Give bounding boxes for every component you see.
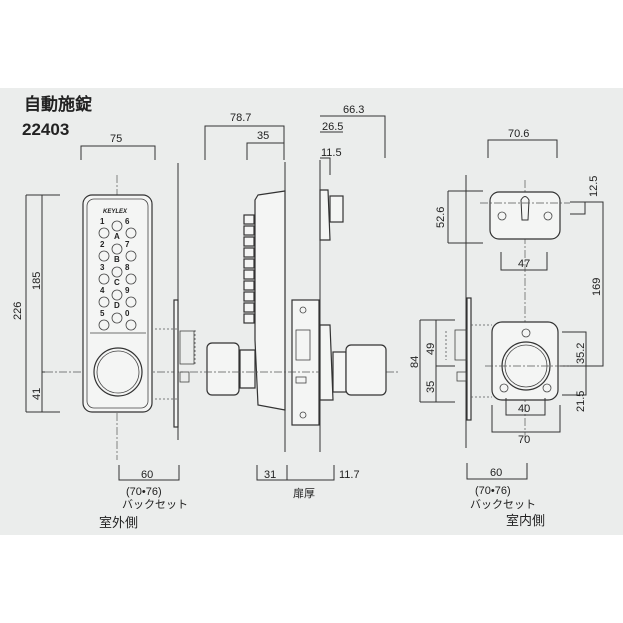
dim-upper-inner-width: 47 [518,258,530,270]
dim-inside-backset: 60 [490,467,502,479]
dim-upper-plate-height: 52.6 [435,207,447,228]
key-button [98,250,110,262]
side-key-button [243,247,255,258]
dim-upper-half: 35.2 [575,343,587,364]
dim-inside-plate: 11.5 [321,147,342,159]
dim-backset-alt: (70•76) [126,486,162,498]
inside-side-label: 室内側 [506,513,545,528]
key-button [98,273,110,285]
dim-inside-knob: 26.5 [322,121,343,133]
door-thickness-label: 扉厚 [293,487,315,500]
dim-width: 75 [110,133,122,145]
dim-plate-width: 70 [518,434,530,446]
key-label: 3 [100,263,105,272]
dim-inside-backset-alt: (70•76) [475,485,511,497]
outside-knob [93,347,143,397]
dim-total-height: 226 [12,302,24,320]
dim-width-top: 70.6 [508,128,529,140]
dim-bottom-left: 31 [264,469,276,481]
key-button [111,289,123,301]
key-label: 6 [125,217,130,226]
key-button [98,319,110,331]
side-key-button [243,313,255,324]
dim-inside-depth: 66.3 [343,104,364,116]
side-inside-knob [345,344,387,396]
dim-backset: 60 [141,469,153,481]
inside-backset-label: バックセット [470,498,536,511]
dim-lower-half: 21.5 [575,391,587,412]
side-key-button [243,236,255,247]
key-button [125,273,137,285]
key-button [111,243,123,255]
keypad-buttons: 1 6 2 7 3 8 4 9 5 0 A B C D [98,217,137,331]
outside-view: 75 KEYLEX 1 6 2 7 3 8 4 9 5 0 A B C D 226 185 41 60 (… [12,133,196,530]
mortise-plate [291,299,320,426]
key-label: 5 [100,309,105,318]
title-text: 自動施錠 [24,94,92,114]
key-label: 0 [125,309,130,318]
brand-logo: KEYLEX [103,209,128,215]
key-label: 9 [125,286,130,295]
side-key-button [243,269,255,280]
dim-bracket-backset [118,465,180,481]
key-label: 8 [125,263,130,272]
key-button [125,319,137,331]
dim-bracket-width [80,145,156,160]
key-button [111,220,123,232]
model-number: 22403 [22,120,69,139]
key-button [125,250,137,262]
dim-bottom-right: 11.7 [339,469,360,481]
dim-outside-depth: 78.7 [230,112,251,124]
side-outside-knob [206,342,240,396]
side-key-button [243,225,255,236]
side-key-button [243,291,255,302]
key-label: 2 [100,240,105,249]
dim-plate-upper: 49 [425,343,437,355]
backset-label: バックセット [122,498,188,511]
dim-outside-knob: 35 [257,130,269,142]
key-label: B [114,255,120,264]
side-key-button [243,258,255,269]
key-button [98,296,110,308]
key-label: 4 [100,286,105,295]
key-label: 7 [125,240,130,249]
dim-upper-height: 185 [31,272,43,290]
dim-knob-width: 40 [518,403,530,415]
key-button [98,227,110,239]
key-button [111,312,123,324]
side-view: 78.7 35 66.3 26.5 11.5 31 11.7 扉厚 [190,104,400,500]
key-label: 1 [100,217,105,226]
side-key-button [243,302,255,313]
dim-plate-lower: 35 [425,381,437,393]
dim-lower-height: 41 [31,388,43,400]
key-label: A [114,232,120,241]
inside-view: 70.6 52.6 47 12.5 169 35.2 21.5 84 49 35… [409,128,604,528]
key-button [125,296,137,308]
outside-side-label: 室外側 [99,515,138,530]
dim-plate-height: 84 [409,356,421,368]
dim-offset-top: 12.5 [588,176,600,197]
key-label: C [114,278,120,287]
dim-center-distance: 169 [591,278,603,296]
side-key-button [243,214,255,225]
side-key-button [243,280,255,291]
key-label: D [114,301,120,310]
key-button [111,266,123,278]
thumb-turn-plate [489,191,561,240]
key-button [125,227,137,239]
